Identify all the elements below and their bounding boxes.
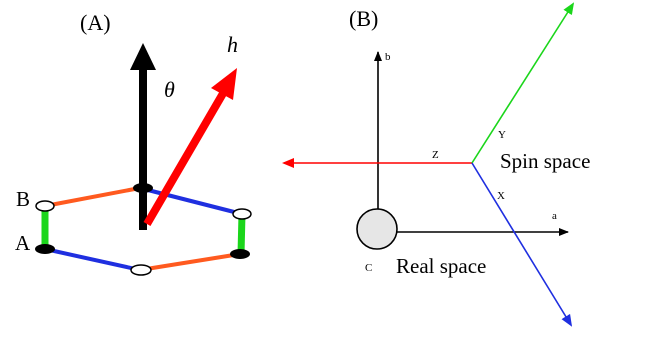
site-a-left [35,244,55,254]
theta-arrow-head [130,43,156,70]
site-right-lower [230,249,250,259]
h-arrow-shaft [143,87,229,227]
site-bottom [130,264,152,276]
h-arrow-head [211,68,237,100]
site-a-label: A [15,231,31,255]
axis-c-circle [356,208,398,250]
axis-a-label: a [552,210,557,222]
spin-space-label: Spin space [500,149,590,173]
site-right-upper [232,208,252,220]
real-space-label: Real space [396,254,486,278]
panel-a: (A) θ h B A [15,10,252,276]
hex-edge-bottom-left [44,247,141,272]
theta-label: θ [164,77,175,102]
axis-y-line [471,2,575,164]
hex-edge-bottom-right [139,252,241,272]
axis-x-line [471,162,573,327]
site-b-label: B [16,187,30,211]
site-top [133,183,153,193]
hex-edge-top-right [139,186,243,216]
axis-x-label: X [497,190,505,202]
axis-z-label: Z [432,149,439,161]
bond-right [237,213,246,255]
site-b-left [35,200,55,212]
panel-b-label: (B) [349,6,378,31]
axis-y-label: Y [498,129,506,141]
h-label: h [227,32,238,57]
axis-c-label: C [365,262,372,274]
panel-b: (B) b a C Z Y X Spin space Real space [282,2,590,327]
axis-b-label: b [385,51,391,63]
panel-a-label: (A) [80,10,111,35]
hex-edge-top-left [44,186,141,208]
